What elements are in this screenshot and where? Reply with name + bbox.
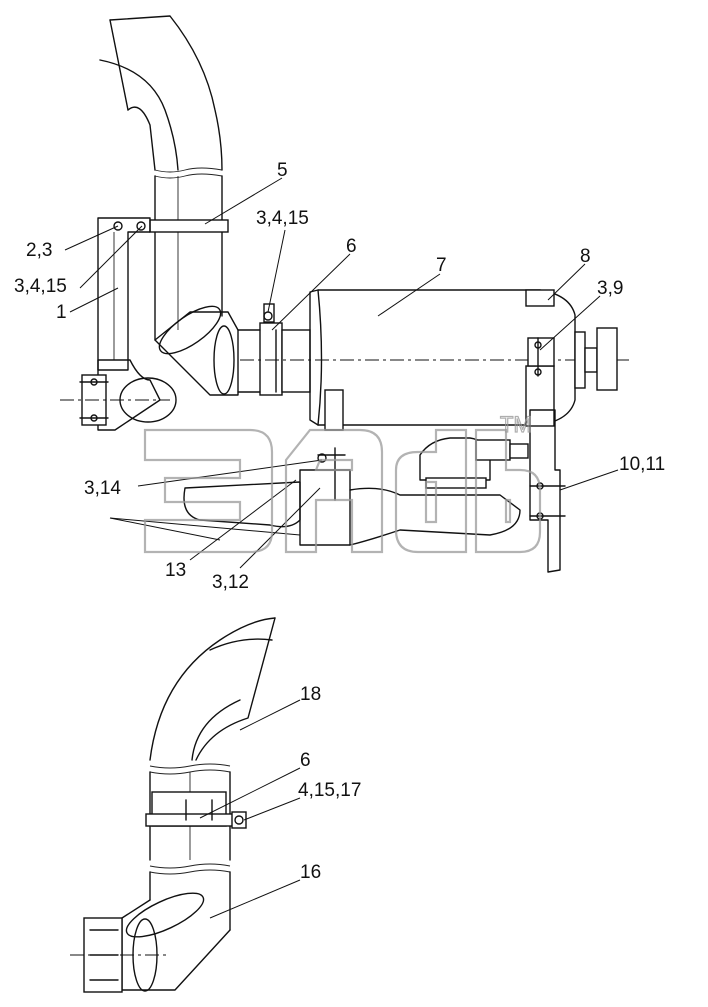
lower-elbow-16 [70,892,231,993]
trademark-mark: TM [500,412,532,437]
callout-8: 8 [580,246,591,267]
lower-pipe-joint [149,863,231,931]
vertical-pipe [154,175,223,341]
lower-flange-bracket [60,359,177,431]
callout-3-4-15-left: 3,4,15 [14,276,67,297]
callout-4-15-17: 4,15,17 [298,780,361,801]
clamp-6-upper [237,303,311,396]
callout-6-top: 6 [346,236,357,257]
leader-lines-lower [199,699,301,919]
callout-labels: 5 2,3 3,4,15 6 7 8 3,9 3,4,15 1 10,11 3,… [14,160,665,883]
watermark-logo: TM [143,411,542,554]
callout-1: 1 [56,302,67,323]
callout-10-11: 10,11 [619,454,665,475]
pipe-clamp-5 [149,219,229,233]
callout-3-4-15-top: 3,4,15 [256,208,309,229]
callout-7: 7 [436,255,447,276]
callout-5: 5 [277,160,288,181]
callout-16: 16 [300,862,321,883]
sensor-unit [419,437,529,489]
callout-3-12: 3,12 [212,572,249,593]
callout-6-bottom: 6 [300,750,311,771]
muffler-7 [240,289,630,427]
upper-exhaust-outlet-pipe [99,15,223,179]
leader-lines-upper [64,177,619,569]
callout-13: 13 [165,560,186,581]
clamp-6-lower [145,791,247,829]
pipe-elbow [154,305,239,396]
callout-3-9: 3,9 [597,278,623,299]
callout-3-14: 3,14 [84,478,121,499]
lower-exhaust-outlet-pipe [149,617,276,861]
callout-18: 18 [300,684,321,705]
callout-2-3: 2,3 [26,240,52,261]
